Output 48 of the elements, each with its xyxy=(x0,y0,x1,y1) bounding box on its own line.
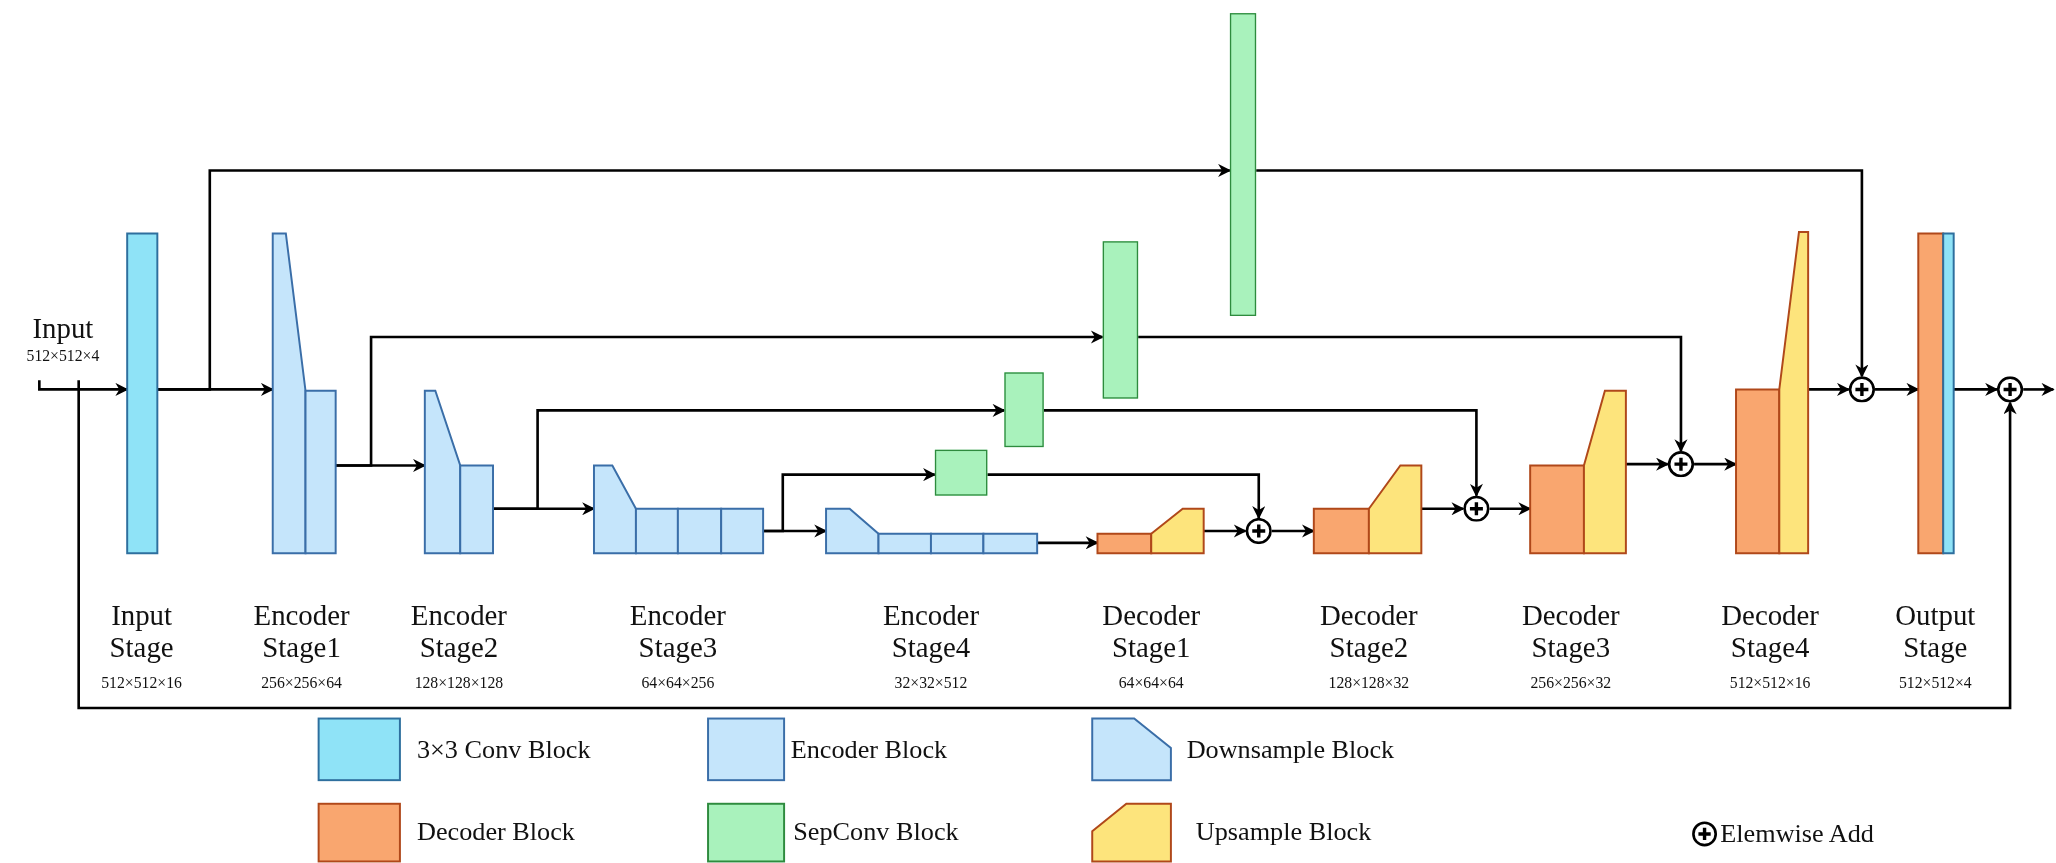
stage-name: Encoder Stage4 xyxy=(881,600,980,664)
sepconv-block xyxy=(1004,372,1044,448)
tensor-size: 32×32×512 xyxy=(894,673,968,693)
legend-label: 3×3 Conv Block xyxy=(416,733,591,764)
legend-label: Downsample Block xyxy=(1186,733,1395,764)
tensor-size: 256×256×64 xyxy=(261,673,342,693)
tensor-size: 512×512×16 xyxy=(1729,673,1811,693)
sepconv-block xyxy=(1102,241,1139,399)
stage-name: Decoder Stage1 xyxy=(1101,600,1202,664)
stage-name: Encoder Stage3 xyxy=(628,600,727,664)
arrow xyxy=(1138,335,1688,453)
arrow xyxy=(1256,169,1869,378)
stage-name: Output Stage xyxy=(1894,600,1977,664)
stage-name: Decoder Stage3 xyxy=(1520,600,1621,664)
arrow xyxy=(1953,382,1999,396)
tensor-size: 64×64×256 xyxy=(641,673,715,693)
tensor-size: 128×128×32 xyxy=(1328,673,1410,693)
legend-label: Elemwise Add xyxy=(1720,818,1874,849)
arrow xyxy=(335,330,1105,467)
legend-label: Upsample Block xyxy=(1195,816,1372,848)
arrow xyxy=(1625,457,1670,471)
stage-name: Decoder Stage2 xyxy=(1319,600,1419,664)
arrow xyxy=(157,163,1232,391)
arrow xyxy=(1043,409,1483,497)
stage-name: Input Stage xyxy=(108,600,175,664)
arrow xyxy=(1203,524,1247,538)
stage-name: Decoder Stage4 xyxy=(1720,600,1820,664)
stage-name: Encoder Stage1 xyxy=(252,600,351,664)
tensor-size: 256×256×32 xyxy=(1530,673,1612,693)
tensor-size: 512×512×4 xyxy=(1898,673,1972,693)
arrow xyxy=(2023,382,2055,396)
stage-name: Encoder Stage2 xyxy=(409,600,508,664)
arrow xyxy=(1421,502,1465,516)
arrow xyxy=(763,468,937,533)
tensor-size: 128×128×128 xyxy=(414,673,504,693)
sepconv-block xyxy=(1229,13,1257,316)
legend-label: Encoder Block xyxy=(790,733,948,764)
tensor-size: 512×512×16 xyxy=(101,673,182,693)
tensor-size: 64×64×64 xyxy=(1118,673,1184,693)
legend-label: SepConv Block xyxy=(793,816,959,848)
arrow xyxy=(987,473,1266,520)
legend-label: Decoder Block xyxy=(416,816,575,848)
arrow xyxy=(1808,382,1851,396)
input-label: Input xyxy=(31,312,95,347)
arrow xyxy=(77,380,2017,710)
arrow xyxy=(493,403,1006,511)
tensor-size: 512×512×4 xyxy=(25,346,101,366)
sepconv-block xyxy=(934,449,988,496)
